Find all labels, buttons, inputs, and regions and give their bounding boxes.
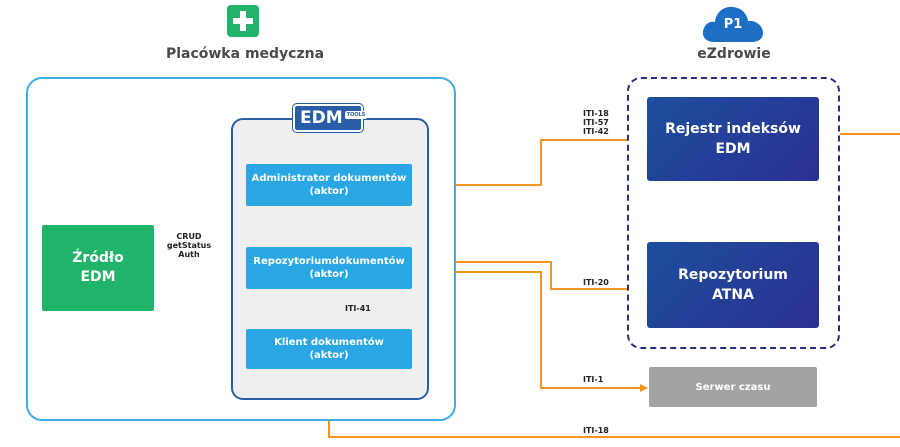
klient-line2: (aktor): [309, 350, 349, 361]
zrodlo-line1: Źródło: [72, 250, 124, 266]
edm-logo-sub: TOOLS: [344, 111, 368, 119]
rejestr-box[interactable]: Rejestr indeksów EDM: [647, 97, 819, 181]
iti41-label: ITI-41: [345, 304, 371, 313]
rejestr-line1: Rejestr indeksów: [665, 121, 801, 137]
zrodlo-edm-box[interactable]: Źródło EDM: [42, 225, 154, 311]
atna-line2: ATNA: [712, 287, 754, 303]
klient-line1: Klient dokumentów: [274, 337, 384, 348]
klient-box[interactable]: Klient dokumentów (aktor): [246, 329, 412, 369]
zrodlo-line2: EDM: [80, 269, 116, 285]
medical-cross-icon: [227, 5, 259, 37]
iti18-bottom-label: ITI-18: [583, 426, 609, 435]
cloud-icon: [702, 6, 763, 42]
cloud-label: P1: [723, 17, 743, 32]
iti1-label: ITI-1: [583, 375, 604, 384]
repozytorium-box[interactable]: Repozytoriumdokumentów (aktor): [246, 247, 412, 289]
atna-box[interactable]: Repozytorium ATNA: [647, 242, 819, 328]
arrow-repo-atna: [412, 261, 647, 293]
iti-rejestr-label: ITI-18 ITI-57 ITI-42: [583, 109, 609, 136]
crud-label: CRUD getStatus Auth: [166, 232, 212, 259]
edm-tools-logo: EDM TOOLS: [293, 104, 368, 132]
right-group-title: eZdrowie: [697, 46, 771, 62]
arrow-repo-serwer: [412, 271, 648, 392]
repo-line2: (aktor): [309, 269, 349, 280]
admin-line1: Administrator dokumentów: [251, 173, 407, 184]
administrator-box[interactable]: Administrator dokumentów (aktor): [246, 164, 412, 206]
serwer-czasu-box[interactable]: Serwer czasu: [649, 367, 817, 407]
admin-line2: (aktor): [309, 186, 349, 197]
arrow-admin-rejestr: [412, 136, 647, 186]
repo-line1: Repozytoriumdokumentów: [253, 256, 405, 267]
iti20-label: ITI-20: [583, 278, 609, 287]
left-group-title: Placówka medyczna: [165, 46, 325, 62]
rejestr-line2: EDM: [715, 141, 751, 157]
atna-line1: Repozytorium: [678, 267, 788, 283]
edm-logo-main: EDM: [300, 108, 343, 128]
